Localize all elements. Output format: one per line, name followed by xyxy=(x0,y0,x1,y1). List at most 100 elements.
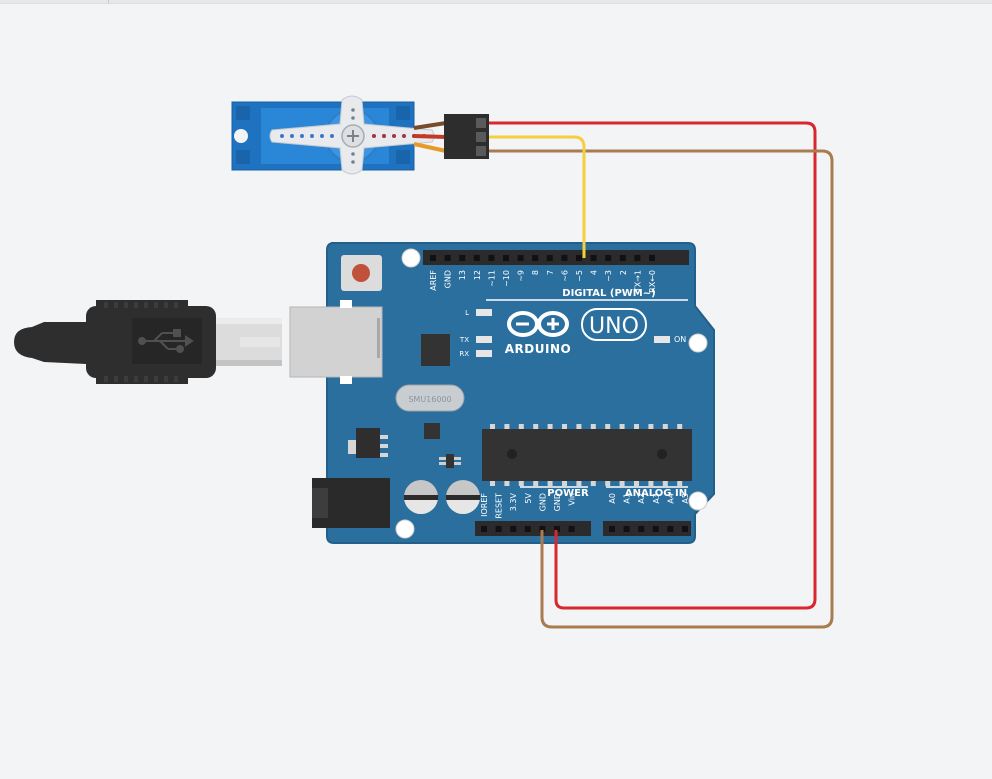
digital-header xyxy=(423,250,689,265)
servo-mount-hole xyxy=(234,129,248,143)
power-header xyxy=(475,521,591,536)
pin-d-AREF[interactable] xyxy=(430,255,436,261)
pin-a-A5[interactable] xyxy=(682,526,688,532)
arduino-infinity-logo-icon xyxy=(507,311,569,337)
pin-label: 3.3V xyxy=(509,492,518,511)
pin-label: A1 xyxy=(623,493,632,504)
led-tx xyxy=(476,336,492,343)
pin-label: GND xyxy=(538,493,547,511)
pin-label: RESET xyxy=(495,493,504,519)
pin-d-12[interactable] xyxy=(473,255,480,261)
led-rx xyxy=(476,350,492,357)
pin-label: Vin xyxy=(568,493,577,506)
pin-label: A2 xyxy=(637,493,646,504)
usb-cable[interactable] xyxy=(14,300,282,384)
pin-label: ~5 xyxy=(575,270,584,282)
led-l-label: L xyxy=(465,309,469,317)
pin-label: GND xyxy=(444,270,453,288)
pin-p-Vin[interactable] xyxy=(568,526,575,532)
mounting-hole xyxy=(401,248,421,268)
voltage-regulator xyxy=(356,428,380,458)
toolbar-divider xyxy=(108,0,109,3)
analog-header-title: ANALOG IN xyxy=(625,488,687,499)
pin-label: 2 xyxy=(619,270,628,275)
mounting-hole xyxy=(688,491,708,511)
pin-d-4[interactable] xyxy=(590,255,597,261)
pin-d-9[interactable] xyxy=(517,255,524,261)
pin-label: 4 xyxy=(590,270,599,275)
mounting-hole xyxy=(688,333,708,353)
capacitor xyxy=(446,480,480,514)
pin-label: 7 xyxy=(546,270,555,275)
pin-a-A4[interactable] xyxy=(667,526,674,532)
pin-a-A0[interactable] xyxy=(609,526,615,532)
pin-label: AREF xyxy=(429,270,438,291)
pin-label: ~6 xyxy=(560,270,569,282)
crystal-oscillator xyxy=(395,384,465,412)
pin-p-5V[interactable] xyxy=(524,526,531,532)
crystal-label: SMU16000 xyxy=(408,395,451,404)
usb-chip xyxy=(421,334,450,366)
pin-label: ~3 xyxy=(604,270,613,282)
pin-p-IOREF[interactable] xyxy=(481,526,487,532)
led-l xyxy=(476,309,492,316)
pin-label: IOREF xyxy=(480,493,489,517)
power-header-title: POWER xyxy=(547,488,589,499)
pin-label: A4 xyxy=(666,493,675,504)
pin-d-8[interactable] xyxy=(532,255,539,261)
pin-label: RX←0 xyxy=(648,270,657,293)
usb-symbol-icon xyxy=(138,329,194,353)
pin-d-7[interactable] xyxy=(546,255,553,261)
pin-a-A3[interactable] xyxy=(652,526,659,532)
uno-badge xyxy=(581,308,647,341)
mounting-hole xyxy=(395,519,415,539)
led-tx-label: TX xyxy=(459,336,469,344)
atmega-chip xyxy=(482,429,692,481)
analog-header xyxy=(603,521,691,536)
pin-label: TX→1 xyxy=(633,270,642,293)
pin-label: A3 xyxy=(652,493,661,504)
servo-horn[interactable] xyxy=(269,95,435,175)
arduino-uno-board[interactable]: SMU16000 L TX RX ON ARDUINO UNO xyxy=(289,242,715,544)
pin-label: 12 xyxy=(473,270,482,280)
usb-b-port xyxy=(289,306,383,378)
pin-d-6[interactable] xyxy=(561,255,568,261)
pin-p-GND[interactable] xyxy=(539,526,546,532)
pin-label: GND xyxy=(553,493,562,511)
pin-label: ~9 xyxy=(517,270,526,282)
ground-wire[interactable] xyxy=(488,149,834,629)
pin-d-5[interactable] xyxy=(576,255,582,261)
led-on xyxy=(654,336,670,343)
pin-d-TX1[interactable] xyxy=(634,255,641,261)
pin-p-RESET[interactable] xyxy=(495,526,502,532)
pin-a-A1[interactable] xyxy=(623,526,630,532)
pin-d-13[interactable] xyxy=(459,255,466,261)
pin-label: A5 xyxy=(681,493,690,504)
pin-d-2[interactable] xyxy=(619,255,626,261)
pin-label: ~11 xyxy=(487,270,496,287)
pin-p-GND[interactable] xyxy=(554,526,560,532)
arduino-logo-text: ARDUINO xyxy=(505,342,571,356)
pin-d-11[interactable] xyxy=(488,255,495,261)
pin-label: ~10 xyxy=(502,270,511,287)
uno-model-text: UNO xyxy=(589,314,639,339)
signal-wire[interactable] xyxy=(488,135,586,258)
reset-button[interactable] xyxy=(341,255,382,291)
pin-d-10[interactable] xyxy=(503,255,509,261)
led-on-label: ON xyxy=(674,335,686,344)
pin-a-A2[interactable] xyxy=(638,526,645,532)
micro-servo[interactable] xyxy=(231,95,489,175)
pin-d-GND[interactable] xyxy=(444,255,451,261)
small-ic xyxy=(424,423,440,439)
pin-d-RX0[interactable] xyxy=(649,255,655,261)
power-wire[interactable] xyxy=(488,121,817,610)
pin-label: A0 xyxy=(608,493,617,504)
pin-p-3.3V[interactable] xyxy=(510,526,517,532)
led-rx-label: RX xyxy=(459,350,469,358)
pin-label: 8 xyxy=(531,270,540,275)
pin-d-3[interactable] xyxy=(605,255,612,261)
capacitor xyxy=(404,480,438,514)
pin-label: 5V xyxy=(524,492,533,503)
top-toolbar-strip xyxy=(0,0,992,4)
